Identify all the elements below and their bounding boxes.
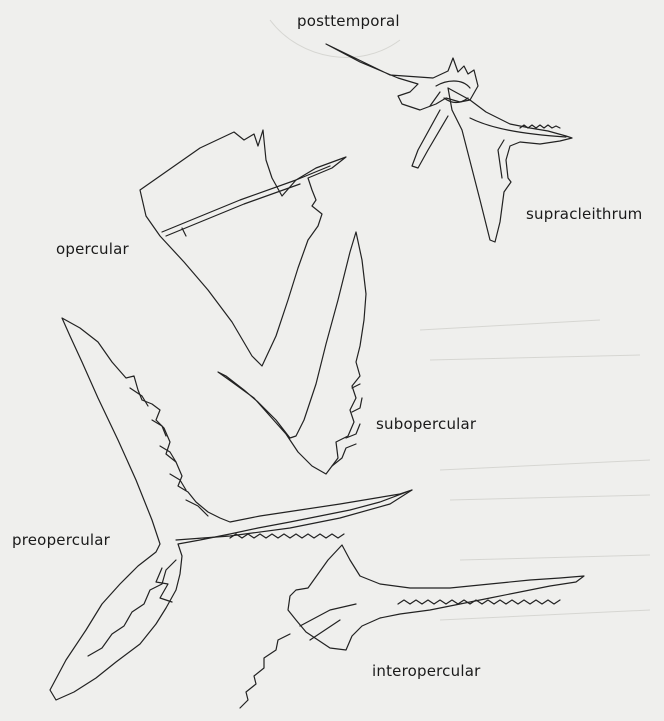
subopercular-label: subopercular: [376, 415, 476, 433]
posttemporal-bone: [326, 44, 478, 110]
preopercular-bone: [50, 318, 412, 700]
opercular-bone: [140, 130, 346, 366]
preopercular-label: preopercular: [12, 531, 110, 549]
posttemporal-label: posttemporal: [297, 12, 400, 30]
supracleithrum-label: supracleithrum: [526, 205, 643, 223]
opercular-label: opercular: [56, 240, 129, 258]
subopercular-bone: [218, 232, 366, 474]
interopercular-bone: [240, 545, 584, 708]
background-bleed-through: [270, 20, 650, 620]
interopercular-label: interopercular: [372, 662, 480, 680]
